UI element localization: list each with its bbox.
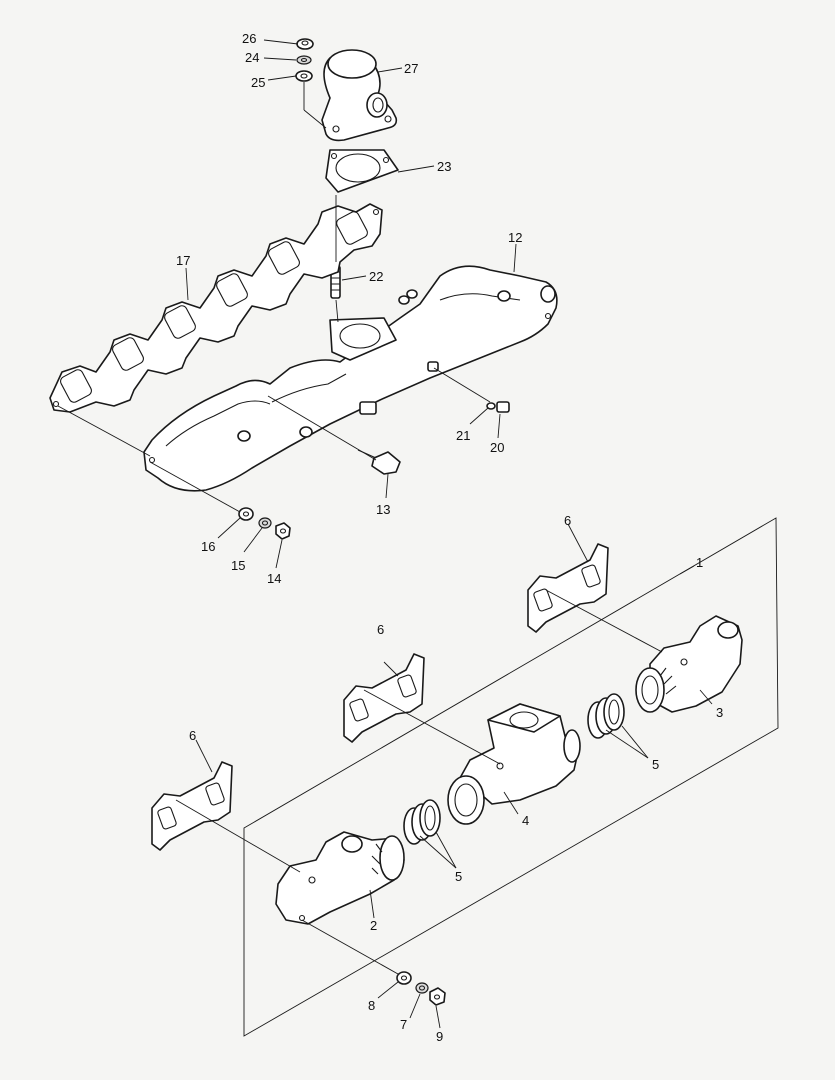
seal-rings-5-left — [403, 799, 441, 845]
nut-26 — [296, 38, 314, 50]
callout-14: 14 — [267, 571, 281, 586]
gasket-6-left — [151, 761, 233, 851]
manifold-section-3 — [635, 615, 743, 713]
manifold-section-2 — [275, 831, 405, 925]
callout-labels: 26 24 25 27 23 12 17 22 21 20 13 16 15 1… — [176, 31, 723, 1044]
callout-24: 24 — [245, 50, 259, 65]
callout-26: 26 — [242, 31, 256, 46]
gasket-23 — [325, 149, 399, 193]
lower-leader-lines — [175, 523, 713, 1029]
callout-9: 9 — [436, 1029, 443, 1044]
callout-17: 17 — [176, 253, 190, 268]
gasket-6-middle — [343, 653, 425, 743]
callout-21: 21 — [456, 428, 470, 443]
callout-3: 3 — [716, 705, 723, 720]
exhaust-manifold-12 — [143, 265, 558, 492]
bolt-13 — [357, 449, 401, 475]
callout-25: 25 — [251, 75, 265, 90]
callout-6-left: 6 — [189, 728, 196, 743]
lockwasher-15 — [258, 517, 272, 529]
washer-16 — [238, 507, 254, 521]
washer-25 — [295, 70, 313, 82]
seal-rings-5-right — [587, 693, 625, 739]
callout-27: 27 — [404, 61, 418, 76]
manifold-gasket-17 — [49, 203, 383, 413]
callout-2: 2 — [370, 918, 377, 933]
lockwasher-7 — [415, 982, 429, 994]
washer-21 — [486, 402, 496, 410]
callout-1: 1 — [696, 555, 703, 570]
callout-6-middle: 6 — [377, 622, 384, 637]
washer-8 — [396, 971, 412, 985]
callout-22: 22 — [369, 269, 383, 284]
callout-5-right: 5 — [652, 757, 659, 772]
callout-15: 15 — [231, 558, 245, 573]
callout-6-right: 6 — [564, 513, 571, 528]
outlet-elbow-27 — [321, 49, 398, 142]
callout-12: 12 — [508, 230, 522, 245]
callout-5-left: 5 — [455, 869, 462, 884]
callout-4: 4 — [522, 813, 529, 828]
callout-23: 23 — [437, 159, 451, 174]
group-1-frame — [243, 517, 779, 1037]
callout-7: 7 — [400, 1017, 407, 1032]
callout-8: 8 — [368, 998, 375, 1013]
manifold-section-4 — [447, 703, 581, 825]
nut-14 — [275, 522, 291, 540]
callout-13: 13 — [376, 502, 390, 517]
gasket-6-right — [527, 543, 609, 633]
washer-24 — [296, 55, 312, 65]
callout-20: 20 — [490, 440, 504, 455]
plug-20 — [496, 401, 510, 413]
nut-9 — [429, 987, 446, 1006]
upper-leader-lines — [57, 39, 517, 569]
callout-16: 16 — [201, 539, 215, 554]
